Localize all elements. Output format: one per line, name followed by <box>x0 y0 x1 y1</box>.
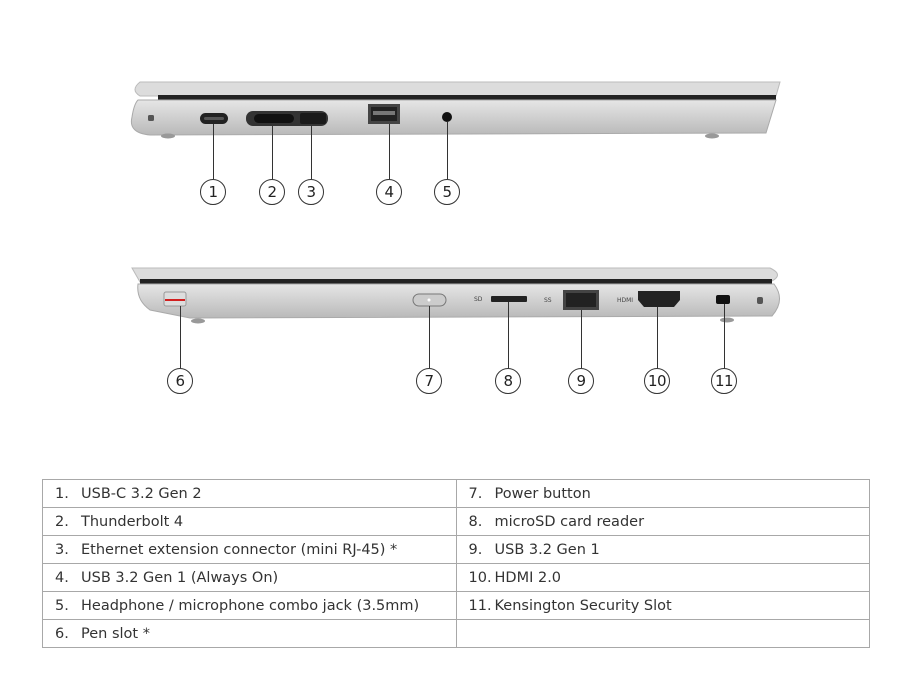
power-button <box>412 293 447 307</box>
table-cell: 11.Kensington Security Slot <box>455 591 870 620</box>
item-number: 7. <box>468 485 483 502</box>
table-cell: 7. Power button <box>455 479 870 508</box>
port-spec-table: 1. USB-C 3.2 Gen 2 7. Power button 2. Thunder… <box>42 479 870 648</box>
item-number: 8. <box>468 513 483 530</box>
callout-3: 3 <box>298 179 324 205</box>
usb-a-port <box>368 104 400 124</box>
lock-icon-right <box>757 297 763 304</box>
table-cell: 3. Ethernet extension connector (mini RJ-… <box>42 535 457 564</box>
leader-line <box>508 302 510 368</box>
table-row: 1. USB-C 3.2 Gen 2 7. Power button <box>42 479 870 508</box>
usb-a-port-right <box>563 290 599 310</box>
hdmi-port <box>638 291 680 307</box>
leader-line <box>657 307 659 368</box>
leader-line <box>429 306 431 368</box>
item-number: 3. <box>55 541 69 558</box>
item-label: HDMI 2.0 <box>494 569 562 586</box>
table-row: 6. Pen slot * <box>42 619 870 648</box>
kensington-slot <box>716 295 730 304</box>
callout-2: 2 <box>259 179 285 205</box>
pen-slot <box>163 291 187 307</box>
leader-line <box>213 124 215 179</box>
leader-line <box>581 310 583 368</box>
lock-icon <box>148 115 154 121</box>
table-cell <box>455 619 870 648</box>
microsd-slot <box>491 296 527 302</box>
table-row: 2. Thunderbolt 4 8. microSD card reader <box>42 507 870 536</box>
callout-4: 4 <box>376 179 402 205</box>
item-number: 4. <box>55 569 69 586</box>
callout-9: 9 <box>568 368 594 394</box>
leader-line <box>447 122 449 179</box>
table-row: 3. Ethernet extension connector (mini RJ-… <box>42 535 870 564</box>
table-row: 4. USB 3.2 Gen 1 (Always On) 10.HDMI 2.0 <box>42 563 870 592</box>
item-label: USB-C 3.2 Gen 2 <box>81 485 202 502</box>
item-label: Power button <box>494 485 591 502</box>
table-row: 5. Headphone / microphone combo jack (3.5… <box>42 591 870 620</box>
table-cell: 9. USB 3.2 Gen 1 <box>455 535 870 564</box>
item-label: microSD card reader <box>494 513 645 530</box>
callout-6: 6 <box>167 368 193 394</box>
item-label: Pen slot * <box>81 625 150 642</box>
callout-5: 5 <box>434 179 460 205</box>
leader-line <box>311 124 313 179</box>
callout-8: 8 <box>495 368 521 394</box>
audio-jack <box>442 112 452 122</box>
item-label: USB 3.2 Gen 1 (Always On) <box>81 569 279 586</box>
item-number: 5. <box>55 597 69 614</box>
table-cell: 4. USB 3.2 Gen 1 (Always On) <box>42 563 457 592</box>
leader-line <box>272 124 274 179</box>
item-number: 2. <box>55 513 69 530</box>
item-label: Headphone / microphone combo jack (3.5mm… <box>81 597 420 614</box>
table-cell: 8. microSD card reader <box>455 507 870 536</box>
table-cell: 10.HDMI 2.0 <box>455 563 870 592</box>
item-number: 6. <box>55 625 69 642</box>
leader-line <box>724 304 726 368</box>
thunderbolt-port <box>246 111 328 126</box>
ss-port-label: SS <box>544 297 552 304</box>
callout-11: 11 <box>711 368 737 394</box>
callout-10: 10 <box>644 368 670 394</box>
item-label: Ethernet extension connector (mini RJ-45… <box>81 541 398 558</box>
hdmi-port-label: HDMI <box>617 297 634 304</box>
leader-line <box>180 306 182 368</box>
item-label: Thunderbolt 4 <box>81 513 184 530</box>
table-cell: 1. USB-C 3.2 Gen 2 <box>42 479 457 508</box>
table-cell: 5. Headphone / microphone combo jack (3.5… <box>42 591 457 620</box>
item-number: 9. <box>468 541 483 558</box>
table-cell: 6. Pen slot * <box>42 619 457 648</box>
item-number: 11. <box>468 597 492 614</box>
table-cell: 2. Thunderbolt 4 <box>42 507 457 536</box>
item-number: 10. <box>468 569 492 586</box>
usb-c-port <box>200 113 228 124</box>
item-number: 1. <box>55 485 69 502</box>
item-label: USB 3.2 Gen 1 <box>494 541 600 558</box>
item-label: Kensington Security Slot <box>494 597 672 614</box>
callout-7: 7 <box>416 368 442 394</box>
leader-line <box>389 124 391 179</box>
sd-port-label: SD <box>474 296 483 303</box>
callout-1: 1 <box>200 179 226 205</box>
